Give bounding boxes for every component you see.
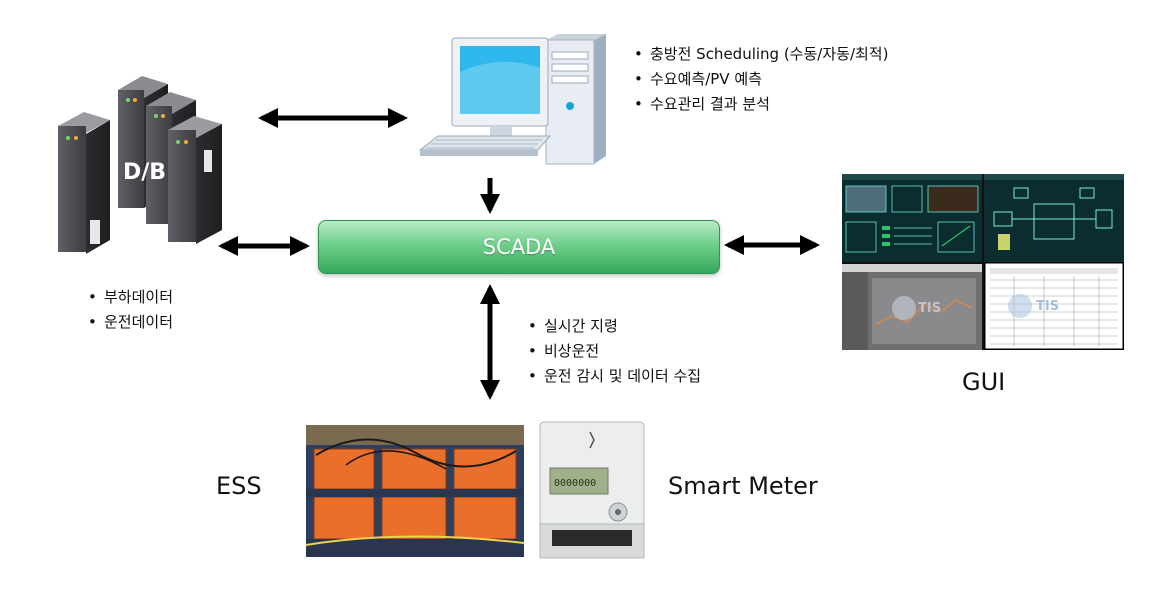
pc-bullet-item: 수요예측/PV 예측 — [634, 67, 888, 92]
db-bullet-list: 부하데이터 운전데이터 — [88, 285, 173, 335]
field-bullet-item: 실시간 지령 — [528, 314, 701, 339]
db-label: D/B — [123, 160, 167, 185]
scada-label: SCADA — [482, 235, 556, 259]
pc-bullet-item: 충방전 Scheduling (수동/자동/최적) — [634, 42, 888, 67]
pc-illustration — [418, 34, 606, 165]
scada-box: SCADA — [318, 220, 720, 274]
field-bullet-item: 비상운전 — [528, 339, 701, 364]
ess-photo — [306, 425, 524, 557]
db-bullet-item: 부하데이터 — [88, 285, 173, 310]
gui-panel-trend: TIS — [842, 264, 982, 350]
field-bullet-item: 운전 감시 및 데이터 수집 — [528, 364, 701, 389]
gui-panel-single-line — [984, 174, 1124, 262]
gui-panel-report: TIS — [984, 262, 1124, 350]
pc-bullet-list: 충방전 Scheduling (수동/자동/최적) 수요예측/PV 예측 수요관… — [634, 42, 888, 117]
smart-meter-label: Smart Meter — [668, 472, 818, 500]
gui-screenshots: TIS TIS — [842, 174, 1124, 350]
db-bullet-item: 운전데이터 — [88, 310, 173, 335]
meter-display-text: 0000000 — [554, 478, 596, 489]
gui-label: GUI — [962, 368, 1006, 396]
gui-panel-monitoring — [842, 174, 982, 262]
pc-bullet-item: 수요관리 결과 분석 — [634, 92, 888, 117]
gui-watermark-text: TIS — [918, 301, 941, 316]
gui-watermark-text: TIS — [1036, 299, 1059, 314]
field-bullet-list: 실시간 지령 비상운전 운전 감시 및 데이터 수집 — [528, 314, 701, 389]
db-server-illustration — [58, 76, 222, 254]
ess-label: ESS — [216, 472, 262, 500]
smart-meter-photo: 0000000 — [539, 421, 645, 559]
